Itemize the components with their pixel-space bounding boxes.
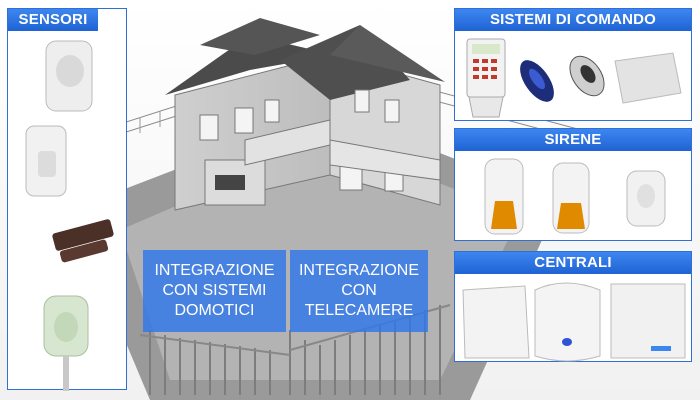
door-contact-icon — [52, 219, 114, 263]
integration-domotics-box[interactable]: INTEGRAZIONE CON SISTEMI DOMOTICI — [143, 250, 286, 332]
panel-sistemi-di-comando[interactable]: SISTEMI DI COMANDO — [454, 8, 692, 121]
panel-sensori-title: SENSORI — [8, 9, 98, 31]
panel-sistemi-di-comando-title: SISTEMI DI COMANDO — [455, 9, 691, 31]
integration-cameras-line-3: TELECAMERE — [304, 302, 414, 319]
integration-cameras-line-1: INTEGRAZIONE — [298, 262, 419, 279]
motion-sensor-icon — [25, 40, 114, 391]
panel-centrali-title: CENTRALI — [455, 252, 691, 274]
control-panel-icon — [462, 282, 686, 362]
panel-sirene[interactable]: SIRENE — [454, 128, 692, 241]
integration-domotics-line-2: CON SISTEMI — [162, 282, 267, 299]
integration-domotics-line-1: INTEGRAZIONE — [154, 262, 275, 279]
keypad-icon — [466, 38, 682, 118]
integration-cameras-box[interactable]: INTEGRAZIONE CON TELECAMERE — [290, 250, 428, 332]
siren-icon — [484, 158, 666, 235]
remote-control-icon — [520, 60, 554, 102]
integration-domotics-line-3: DOMOTICI — [174, 302, 255, 319]
integration-cameras-line-2: CON — [341, 282, 377, 299]
panel-centrali[interactable]: CENTRALI — [454, 251, 692, 362]
panel-sirene-title: SIRENE — [455, 129, 691, 151]
panel-sensori[interactable]: SENSORI — [7, 8, 127, 391]
